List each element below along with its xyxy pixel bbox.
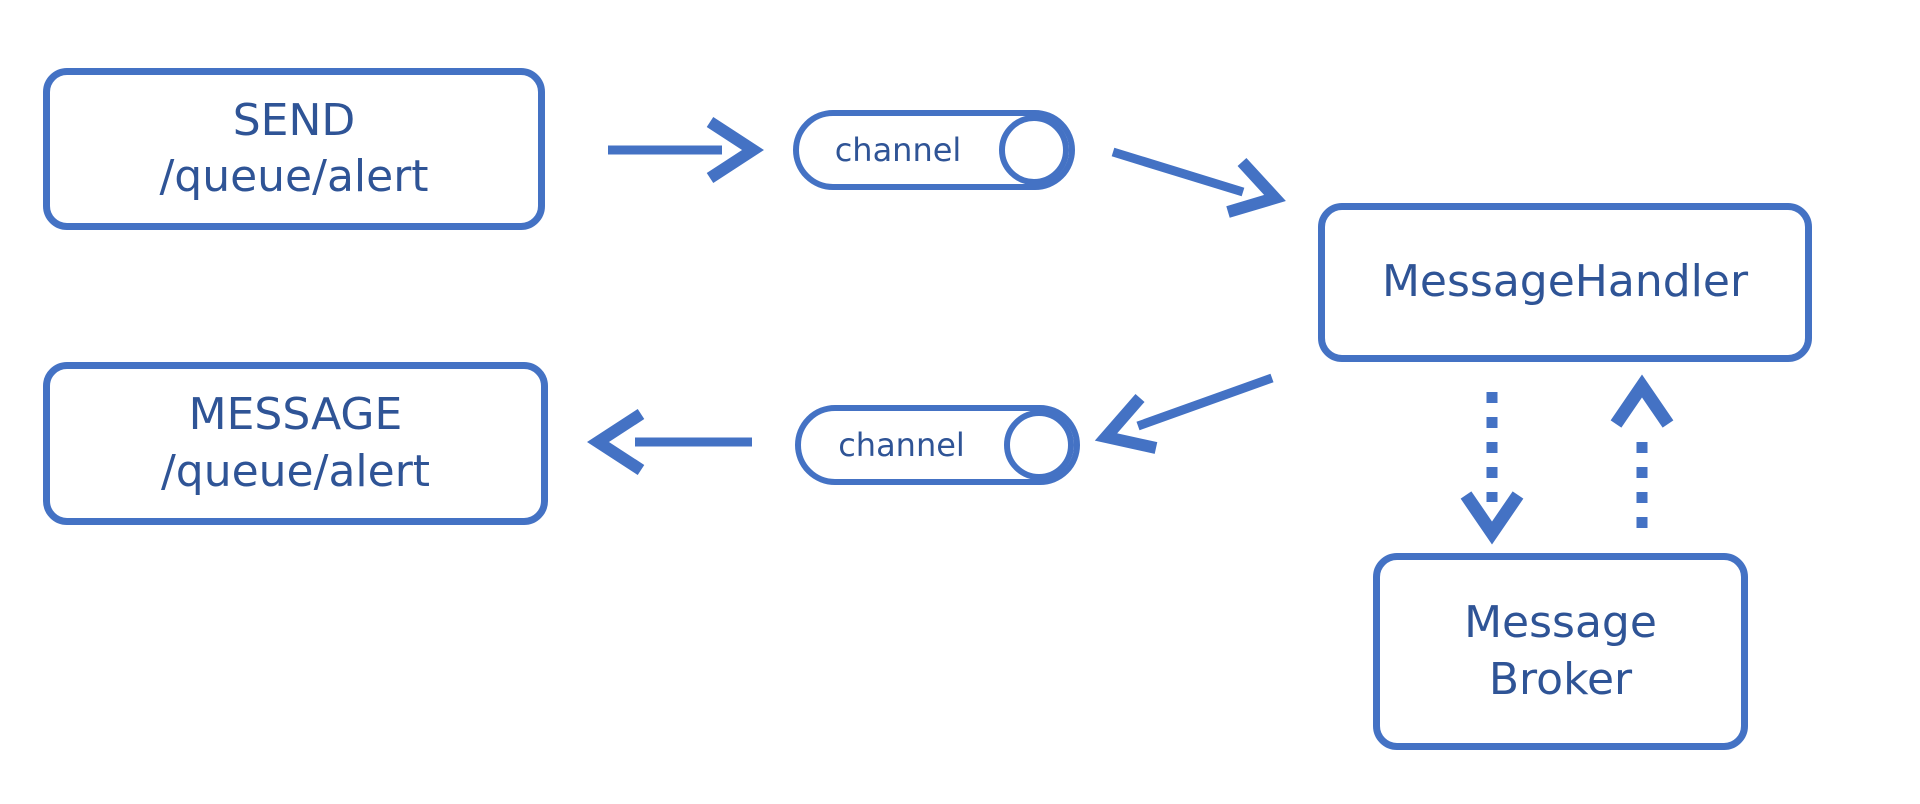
message-box-title: MESSAGE — [188, 389, 403, 441]
dotted-arrow-broker-to-handler — [1610, 374, 1674, 528]
send-box-title: SEND — [232, 94, 356, 146]
arrow-head-icon — [1460, 491, 1524, 545]
arrow-head-icon — [1094, 394, 1158, 454]
channel-bottom-label: channel — [838, 426, 965, 464]
arrow-channel-bottom-to-message — [587, 408, 752, 476]
arrow-send-to-channel-top — [608, 116, 764, 184]
channel-bottom: channel — [795, 405, 1080, 485]
arrow-head-icon — [1226, 157, 1286, 218]
dotted-arrow-handler-to-broker — [1460, 392, 1524, 545]
arrow-channel-top-to-handler — [1111, 147, 1286, 218]
message-broker-box: Message Broker — [1373, 553, 1748, 750]
arrow-handler-to-channel-bottom — [1094, 373, 1274, 454]
message-broker-label-line2: Broker — [1488, 653, 1633, 705]
arrow-head-icon — [1610, 374, 1674, 428]
channel-top-label: channel — [834, 131, 962, 169]
arrow-shaft — [1111, 147, 1245, 197]
arrow-head-icon — [706, 116, 764, 184]
send-box-destination: /queue/alert — [159, 151, 429, 202]
arrow-head-icon — [587, 408, 645, 476]
message-broker-label-line1: Message — [1464, 597, 1657, 649]
message-handler-box: MessageHandler — [1318, 203, 1812, 362]
channel-top: channel — [793, 110, 1075, 190]
message-box: MESSAGE /queue/alert — [43, 362, 548, 525]
channel-top-cylinder-cap-icon — [999, 115, 1069, 185]
arrow-shaft — [1136, 373, 1274, 431]
send-box: SEND /queue/alert — [43, 68, 545, 230]
message-box-destination: /queue/alert — [160, 445, 431, 497]
message-handler-label: MessageHandler — [1381, 256, 1749, 308]
channel-bottom-cylinder-cap-icon — [1004, 410, 1074, 480]
